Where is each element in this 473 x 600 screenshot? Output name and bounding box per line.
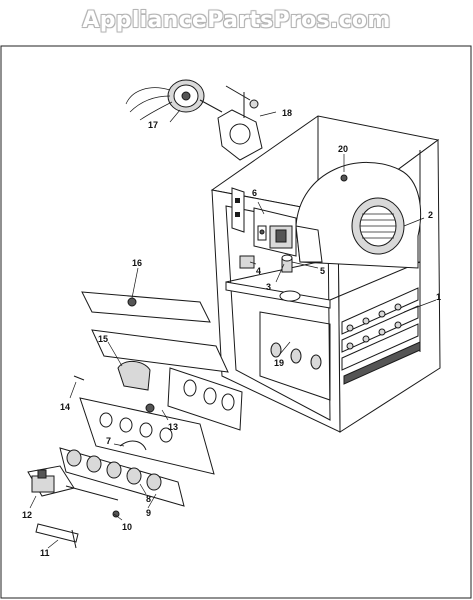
burner-assembly: [73, 291, 243, 475]
blower-motor: [125, 79, 223, 121]
diagram-border: [0, 45, 472, 599]
callout-4: 4: [256, 266, 261, 276]
callout-6: 6: [252, 188, 257, 198]
callout-7: 7: [106, 436, 111, 446]
burners: [59, 440, 185, 507]
leader-lines: [29, 109, 437, 549]
callout-18: 18: [282, 108, 292, 118]
callout-3: 3: [266, 282, 271, 292]
callout-2: 2: [428, 210, 433, 220]
callout-17: 17: [148, 120, 158, 130]
control-transformer: [253, 207, 297, 257]
callout-16: 16: [132, 258, 142, 268]
watermark-text: AppliancePartsPros.com: [82, 8, 391, 33]
gas-pipe: [35, 523, 79, 549]
callout-12: 12: [22, 510, 32, 520]
callout-1: 1: [436, 292, 441, 302]
gas-valve: [27, 465, 119, 501]
callout-8: 8: [146, 494, 151, 504]
blower-housing: [295, 161, 421, 269]
callout-10: 10: [122, 522, 132, 532]
callout-9: 9: [146, 508, 151, 518]
callout-19: 19: [274, 358, 284, 368]
callout-15: 15: [98, 334, 108, 344]
furnace-cabinet: [210, 115, 441, 433]
limit-switches: [239, 254, 293, 273]
callout-11: 11: [40, 548, 50, 558]
callout-13: 13: [168, 422, 178, 432]
callout-20: 20: [338, 144, 348, 154]
callout-5: 5: [320, 266, 325, 276]
orifice: [112, 510, 120, 518]
motor-mount-bracket: [217, 85, 263, 161]
callout-14: 14: [60, 402, 70, 412]
